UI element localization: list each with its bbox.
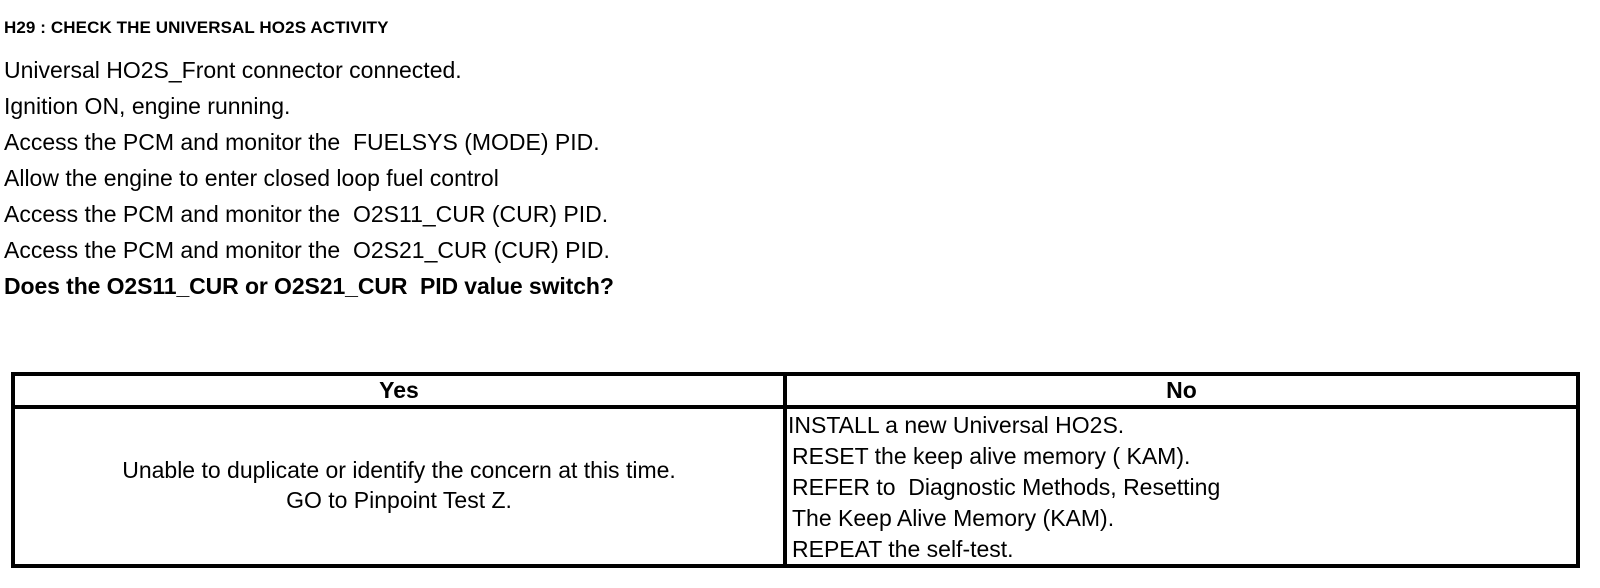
- no-result-line-3: REFER to Diagnostic Methods, Resetting: [792, 474, 1221, 500]
- column-header-yes: Yes: [379, 377, 419, 403]
- decision-question: Does the O2S11_CUR or O2S21_CUR PID valu…: [4, 273, 614, 299]
- instruction-list: Universal HO2S_Front connector connected…: [4, 52, 1104, 304]
- instruction-line-4: Allow the engine to enter closed loop fu…: [4, 165, 499, 191]
- no-result-block: INSTALL a new Universal HO2S. RESET the …: [787, 409, 1576, 564]
- instruction-line-1: Universal HO2S_Front connector connected…: [4, 57, 462, 83]
- no-result-line-5: REPEAT the self-test.: [792, 536, 1014, 562]
- yes-result-block: Unable to duplicate or identify the conc…: [15, 409, 783, 564]
- instruction-line-2: Ignition ON, engine running.: [4, 93, 291, 119]
- instruction-line-5: Access the PCM and monitor the O2S11_CUR…: [4, 201, 609, 227]
- instruction-line-3: Access the PCM and monitor the FUELSYS (…: [4, 129, 600, 155]
- table-body-row: Unable to duplicate or identify the conc…: [15, 409, 1576, 564]
- decision-table: Yes No Unable to duplicate or identify t…: [11, 372, 1580, 568]
- instruction-line-6: Access the PCM and monitor the O2S21_CUR…: [4, 237, 610, 263]
- page-title: H29 : CHECK THE UNIVERSAL HO2S ACTIVITY: [4, 18, 389, 37]
- table-header-cell-yes: Yes: [15, 376, 783, 405]
- table-header-cell-no: No: [783, 376, 1576, 405]
- table-header-row: Yes No: [15, 376, 1576, 409]
- table-cell-no: INSTALL a new Universal HO2S. RESET the …: [783, 409, 1576, 564]
- no-result-line-1: INSTALL a new Universal HO2S.: [788, 412, 1125, 438]
- no-result-line-4: The Keep Alive Memory (KAM).: [792, 505, 1115, 531]
- yes-result-line-1: Unable to duplicate or identify the conc…: [122, 456, 676, 483]
- yes-result-line-2: GO to Pinpoint Test Z.: [286, 486, 512, 513]
- no-result-line-2: RESET the keep alive memory ( KAM).: [792, 443, 1191, 469]
- table-cell-yes: Unable to duplicate or identify the conc…: [15, 409, 783, 564]
- column-header-no: No: [1166, 377, 1197, 403]
